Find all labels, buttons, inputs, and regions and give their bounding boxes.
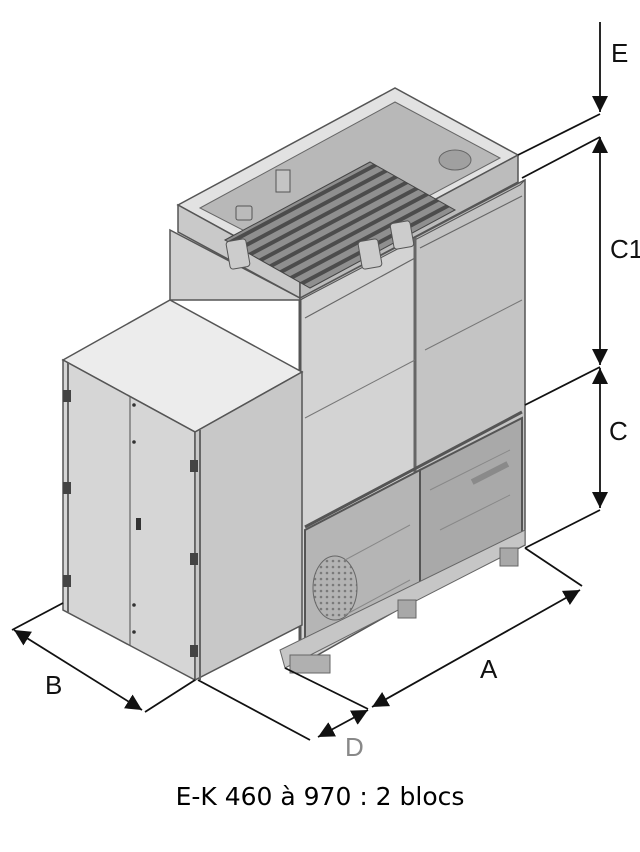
dimension-label-b: B — [45, 670, 63, 700]
dimension-label-c: C — [609, 416, 628, 446]
dimension-lines — [11, 22, 609, 741]
front-block — [61, 299, 304, 682]
figure-caption: E-K 460 à 970 : 2 blocs — [175, 782, 465, 811]
dimension-label-d: D — [345, 732, 364, 762]
dimension-label-e: E — [611, 38, 629, 68]
top-plenum — [176, 87, 520, 300]
dimension-label-c1: C1 — [610, 234, 640, 264]
dimension-label-a: A — [480, 654, 498, 684]
